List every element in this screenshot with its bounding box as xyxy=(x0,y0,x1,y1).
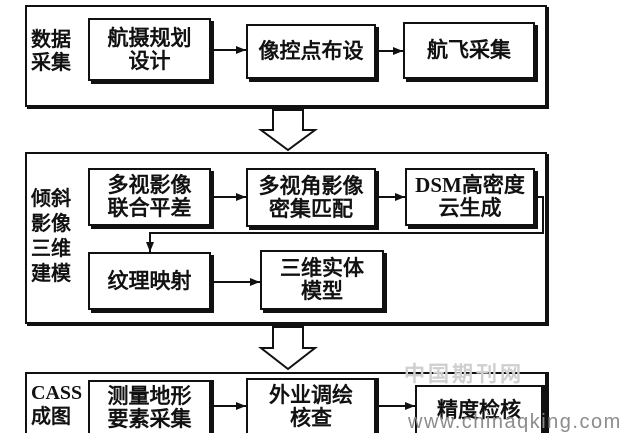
step-text: 三维实体 xyxy=(280,256,364,280)
step-terrain-feature-collection: 测量地形 要素采集 xyxy=(88,380,211,433)
step-accuracy-check: 精度检核 xyxy=(415,385,543,433)
step-text: 多视影像 xyxy=(107,173,192,197)
section-label: CASS 成图 xyxy=(31,381,82,429)
section-label: 倾斜 影像 三维 建模 xyxy=(31,187,71,287)
step-text: 联合平差 xyxy=(107,196,192,220)
step-text: 测量地形 xyxy=(107,383,192,408)
step-text: 设计 xyxy=(128,48,171,73)
hollow-arrow-modeling-to-mapping xyxy=(258,326,318,371)
section-label-line: 成图 xyxy=(31,406,71,428)
step-text: 航飞采集 xyxy=(427,38,511,62)
step-text: DSM高密度 xyxy=(415,173,525,197)
step-text: 像控点布设 xyxy=(258,39,364,63)
step-dsm-point-cloud: DSM高密度 云生成 xyxy=(405,168,535,226)
section-label-line: 建模 xyxy=(31,263,71,285)
section-frame xyxy=(25,152,547,324)
section-label-line: 三维 xyxy=(31,238,71,260)
step-text: 精度检核 xyxy=(437,397,521,422)
section-label-line: 采集 xyxy=(31,52,71,74)
step-text: 多视角影像 xyxy=(258,173,364,198)
section-frame xyxy=(25,372,547,433)
step-dense-matching: 多视角影像 密集匹配 xyxy=(246,168,376,227)
watermark-url: www.chinaqking.com xyxy=(408,411,622,433)
step-text: 纹理映射 xyxy=(107,268,192,293)
step-multiview-bundle-adjustment: 多视影像 联合平差 xyxy=(88,168,211,226)
step-text: 航摄规划 xyxy=(107,25,192,50)
step-3d-solid-model: 三维实体 模型 xyxy=(260,250,384,310)
watermark-site-name: 中国期刊网 xyxy=(404,362,524,386)
hollow-arrow-acquisition-to-modeling xyxy=(257,109,319,152)
section-label-line: 影像 xyxy=(31,213,71,235)
step-aerial-photography-planning: 航摄规划 设计 xyxy=(88,18,211,81)
section-label-line: CASS xyxy=(31,382,83,404)
arrow-dsm-to-texture-mapping xyxy=(146,196,544,252)
step-text: 外业调绘 xyxy=(269,382,353,407)
step-flight-acquisition: 航飞采集 xyxy=(403,22,535,79)
section-label: 数据 采集 xyxy=(31,29,71,75)
section-label-line: 倾斜 xyxy=(31,188,71,210)
section-label-line: 数据 xyxy=(31,29,71,51)
step-field-verification: 外业调绘 核查 xyxy=(246,378,376,433)
step-text: 核查 xyxy=(290,405,332,430)
section-frame xyxy=(25,5,547,107)
step-text: 要素采集 xyxy=(107,406,192,431)
step-text: 模型 xyxy=(301,279,343,303)
step-text: 云生成 xyxy=(438,196,502,220)
step-text: 密集匹配 xyxy=(269,196,353,221)
step-control-point-layout: 像控点布设 xyxy=(246,24,376,79)
step-texture-mapping: 纹理映射 xyxy=(88,252,211,310)
